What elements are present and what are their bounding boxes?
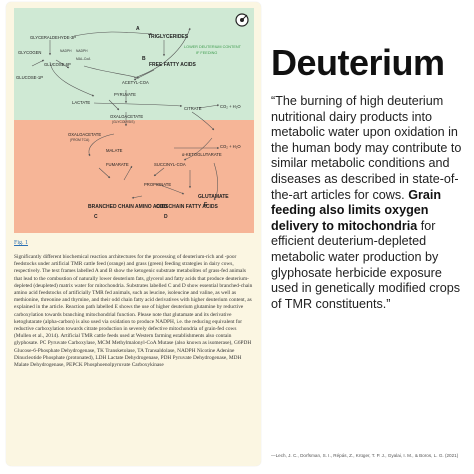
a-ketoglutarate-label: α-KETOGLUTARATE xyxy=(182,152,222,157)
panel-letter-c: C xyxy=(94,214,98,220)
nadph-label: NADPH xyxy=(76,49,88,53)
quote-part-2: for efficient deuterium-depleted metabol… xyxy=(271,218,461,311)
pathway-diagram: GLYCERALDEHYDE-3P GLYCOGEN GLUCOSE 6P GL… xyxy=(14,8,254,233)
co2-h2o-label: CO₂ + H₂O xyxy=(220,104,241,109)
figure-card: GLYCERALDEHYDE-3P GLYCOGEN GLUCOSE 6P GL… xyxy=(6,2,261,466)
succinyl-coa-label: SUCCINYL-COA xyxy=(154,162,186,167)
arrow xyxy=(108,99,120,111)
free-fatty-acids-label: FREE FATTY ACIDS xyxy=(149,62,197,68)
arrow xyxy=(73,31,153,37)
oxaloacetate-label: OXALOACETATE xyxy=(110,114,143,119)
arrow xyxy=(49,61,95,97)
glucose-1p-label: GLUCOSE-1P xyxy=(16,75,43,80)
glycogen-label: GLYCOGEN xyxy=(18,50,41,55)
metabolic-pathway-figure: GLYCERALDEHYDE-3P GLYCOGEN GLUCOSE 6P GL… xyxy=(14,8,254,233)
arrow xyxy=(98,167,111,179)
arrow xyxy=(88,133,115,157)
quote-text: “The burning of high deuterium nutrition… xyxy=(271,94,471,312)
glyceraldehyde-label: GLYCERALDEHYDE-3P xyxy=(30,35,76,40)
arrow xyxy=(183,137,213,161)
arrow xyxy=(55,59,70,69)
arrow xyxy=(83,65,140,79)
arrow xyxy=(133,27,191,79)
lactate-label: LACTATE xyxy=(72,100,90,105)
figure-link[interactable]: Fig. 1 xyxy=(14,240,29,246)
target-icon[interactable] xyxy=(235,13,249,27)
arrow xyxy=(191,111,215,131)
glucose-6p-label: GLUCOSE 6P xyxy=(44,62,71,67)
quote-part-1: “The burning of high deuterium nutrition… xyxy=(271,94,462,202)
fumarate-label: FUMARATE xyxy=(106,162,129,167)
arrow xyxy=(213,162,219,201)
triglycerides-label: TRIGLYCERIDES xyxy=(148,34,189,40)
figure-caption: Significantly different biochemical reac… xyxy=(14,254,253,369)
pyruvate-label: PYRUVATE xyxy=(114,92,136,97)
acetyl-coa-label: ACETYL-COA xyxy=(122,80,149,85)
arrow xyxy=(155,183,185,195)
panel-letter-d: D xyxy=(164,214,168,220)
malcoa-label: MAL-CoA xyxy=(76,57,91,61)
panel-letter-e: E xyxy=(204,202,208,208)
lower-deuterium-label: LOWER DEUTERIUM CONTENT xyxy=(184,45,242,49)
panel-letter-b: B xyxy=(142,56,146,62)
grass-feeding-region xyxy=(14,8,254,120)
citation: —Lech, J. C., Dorfsman, S. I., Répás, Z.… xyxy=(271,453,459,458)
arrow xyxy=(31,59,45,67)
arrow xyxy=(123,165,133,181)
oxaloacetate-sub-label: (FROM TCA) xyxy=(70,138,89,142)
glutamate-label: GLUTAMATE xyxy=(198,194,229,200)
malate-label: MALATE xyxy=(106,148,123,153)
tmr-feeding-region xyxy=(14,120,254,233)
nadph-label: NADPH xyxy=(60,49,72,53)
quote-emphasis: Grain feeding also limits oxygen deliver… xyxy=(271,187,442,233)
arrow xyxy=(153,167,165,177)
page-title: Deuterium xyxy=(271,42,445,83)
oxaloacetate-sub-label: (GLYCOLYSIS) xyxy=(112,120,135,124)
bcaa-label: BRANCHED CHAIN AMINO ACIDS xyxy=(88,204,169,210)
arrow xyxy=(93,102,183,107)
panel-letter-a: A xyxy=(136,26,140,32)
arrow xyxy=(131,195,143,199)
propionate-label: PROPIONATE xyxy=(144,182,171,187)
citrate-label: CITRATE xyxy=(184,106,202,111)
arrow xyxy=(198,104,220,109)
odd-chain-label: ODD CHAIN FATTY ACIDS xyxy=(156,204,219,210)
if-feeding-label: IF FEEDING xyxy=(196,51,217,55)
co2-h2o-label: CO₂ + H₂O xyxy=(220,144,241,149)
oxaloacetate-label: OXALOACETATE xyxy=(68,132,101,137)
